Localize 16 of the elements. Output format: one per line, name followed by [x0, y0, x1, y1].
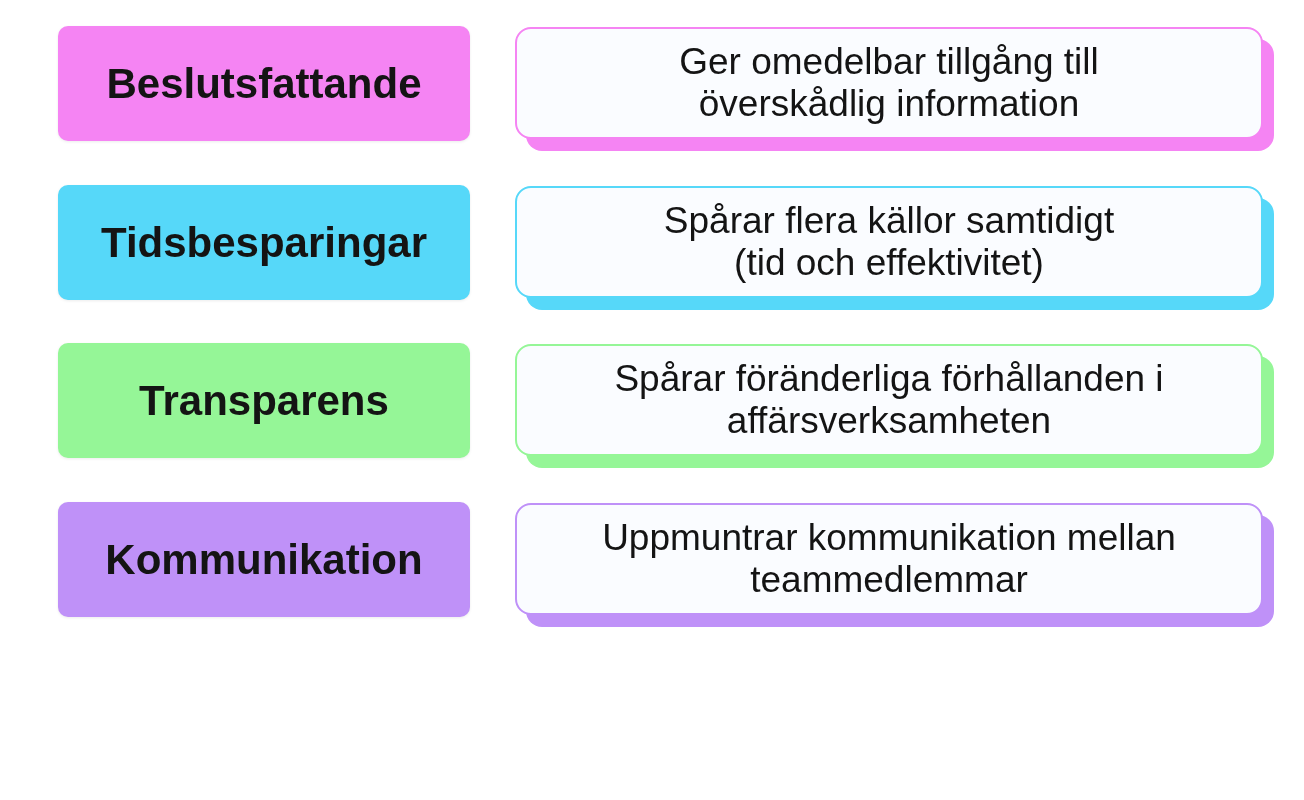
category-box [58, 343, 470, 458]
category-label: Kommunikation [105, 535, 423, 584]
description-card [515, 27, 1274, 151]
description-card [515, 503, 1274, 627]
description-text: Spårar flera källor samtidigt (tid och effektivitet) [662, 200, 1116, 284]
description-card [515, 344, 1274, 468]
description-card [515, 186, 1274, 310]
category-label: Transparens [139, 376, 389, 425]
category-box [58, 502, 470, 617]
category-box [58, 26, 470, 141]
description-text: Spårar föränderliga förhållanden i affärsverksamheten [613, 358, 1165, 442]
description-text: Ger omedelbar tillgång till överskådlig information [678, 41, 1100, 125]
category-label: Beslutsfattande [106, 59, 422, 108]
description-text: Uppmuntrar kommunikation mellan teammedlemmar [601, 517, 1177, 601]
category-label: Tidsbesparingar [101, 218, 427, 267]
category-box [58, 185, 470, 300]
